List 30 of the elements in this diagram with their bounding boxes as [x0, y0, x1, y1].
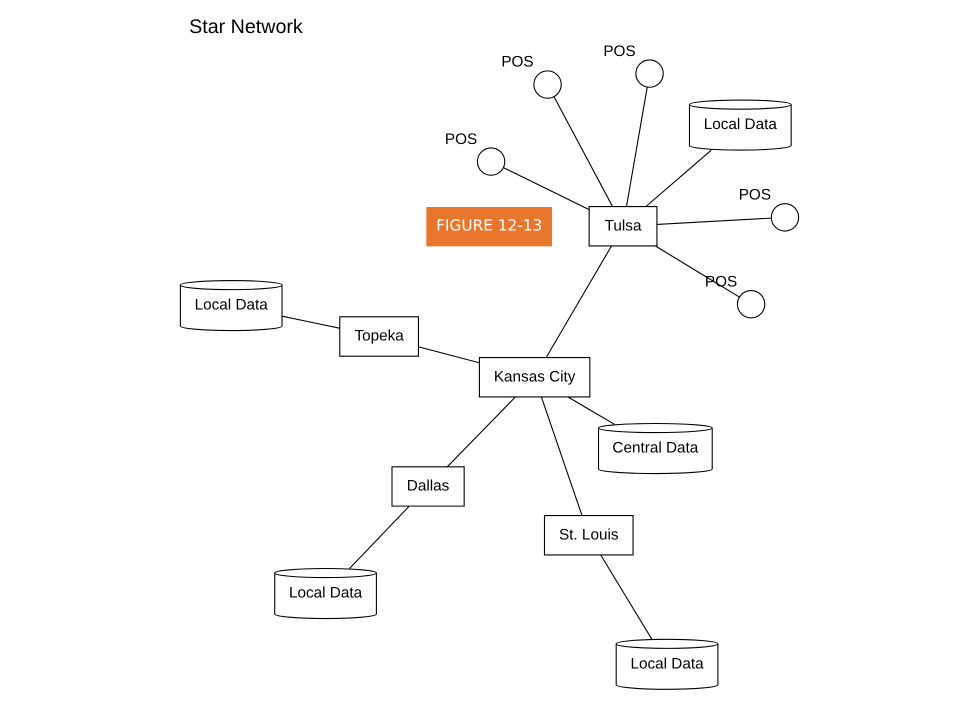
connector: [656, 218, 772, 225]
node-box: Dallas: [391, 466, 465, 507]
node-circle: [770, 203, 800, 232]
diagram-title: Star Network: [189, 16, 303, 38]
connector: [503, 167, 590, 210]
connector: [546, 246, 612, 358]
node-circle: [533, 70, 562, 99]
node-box: Tulsa: [588, 206, 658, 246]
connector: [282, 316, 340, 329]
connector: [600, 554, 652, 640]
node-label: POS: [501, 54, 534, 71]
connector: [626, 87, 648, 206]
connector: [568, 396, 614, 425]
node-label: POS: [444, 130, 478, 148]
label: FIGURE 12-13: [436, 216, 542, 235]
connector: [418, 346, 480, 364]
node-label: POS: [603, 42, 636, 60]
node-circle: [635, 59, 664, 88]
node-box: Topeka: [339, 316, 420, 357]
node-box: St. Louis: [544, 515, 634, 556]
node-circle: [476, 147, 506, 176]
connector: [655, 246, 740, 298]
connector: [447, 396, 516, 467]
connector: [349, 506, 410, 569]
connector: [554, 96, 614, 207]
connector: [646, 150, 712, 207]
node-label: POS: [738, 186, 772, 204]
connector: [540, 397, 583, 516]
node-circle: [736, 290, 766, 318]
node-box: Kansas City: [478, 357, 590, 398]
